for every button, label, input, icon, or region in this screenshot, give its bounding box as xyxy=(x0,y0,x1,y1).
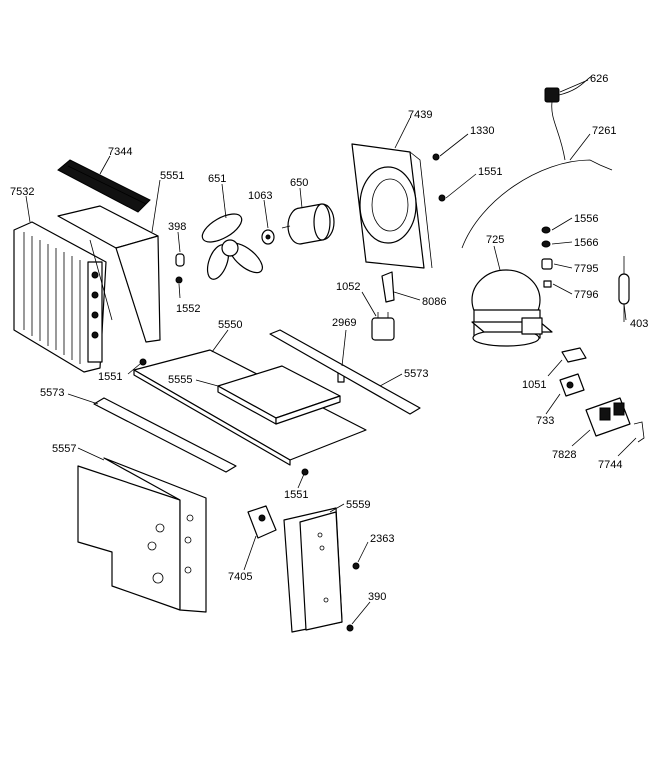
power-cord-626 xyxy=(544,75,593,161)
label-1063: 1063 xyxy=(248,190,272,202)
compressor-725 xyxy=(471,269,553,347)
drain-tray-5555 xyxy=(217,365,341,425)
label-5557: 5557 xyxy=(52,443,76,455)
rail-5573-right xyxy=(269,329,421,415)
label-5551: 5551 xyxy=(160,170,184,182)
label-651: 651 xyxy=(208,173,226,185)
label-7344: 7344 xyxy=(108,146,132,158)
nut-1063 xyxy=(261,229,275,245)
label-7828: 7828 xyxy=(552,449,576,461)
label-725: 725 xyxy=(486,234,504,246)
label-5555: 5555 xyxy=(168,374,192,386)
shroud-5551 xyxy=(57,205,161,343)
label-1051: 1051 xyxy=(522,379,546,391)
screw-390 xyxy=(346,624,354,632)
rail-5573-left xyxy=(93,397,237,473)
label-1551-bottom: 1551 xyxy=(284,489,308,501)
label-7261: 7261 xyxy=(592,125,616,137)
label-7796: 7796 xyxy=(574,289,598,301)
label-1566: 1566 xyxy=(574,237,598,249)
label-5559: 5559 xyxy=(346,499,370,511)
label-398: 398 xyxy=(168,221,186,233)
drier-403 xyxy=(618,256,630,322)
timer-7405 xyxy=(247,505,277,539)
label-1551-left: 1551 xyxy=(98,371,122,383)
terminal-cover-7828 xyxy=(585,397,631,437)
label-7532: 7532 xyxy=(10,186,34,198)
label-1552: 1552 xyxy=(176,303,200,315)
screw-1330 xyxy=(432,153,440,161)
grommet-1566 xyxy=(541,240,551,248)
label-390: 390 xyxy=(368,591,386,603)
screw-1551-bottom xyxy=(301,468,309,476)
label-626: 626 xyxy=(590,73,608,85)
label-2969: 2969 xyxy=(332,317,356,329)
spacer-7795 xyxy=(541,258,553,270)
fan-orifice-7439 xyxy=(351,143,433,269)
label-1330: 1330 xyxy=(470,125,494,137)
leader-lines xyxy=(25,79,637,625)
label-7744: 7744 xyxy=(598,459,622,471)
grille-strip-7344 xyxy=(57,159,151,213)
label-403: 403 xyxy=(630,318,648,330)
screw-2363 xyxy=(352,562,360,570)
fan-motor-650 xyxy=(281,203,335,245)
label-5573-left: 5573 xyxy=(40,387,64,399)
label-1052: 1052 xyxy=(336,281,360,293)
label-5573-right: 5573 xyxy=(404,368,428,380)
panel-5559 xyxy=(283,507,343,633)
label-7439: 7439 xyxy=(408,109,432,121)
label-1556: 1556 xyxy=(574,213,598,225)
label-8086: 8086 xyxy=(422,296,446,308)
label-733: 733 xyxy=(536,415,554,427)
label-650: 650 xyxy=(290,177,308,189)
clip-7744 xyxy=(633,421,645,443)
screw-1551-left xyxy=(139,358,147,366)
screw-1552 xyxy=(175,276,183,284)
relay-1051 xyxy=(561,347,587,363)
panel-5557 xyxy=(77,457,207,613)
label-7795: 7795 xyxy=(574,263,598,275)
capacitor-1052 xyxy=(371,312,395,341)
condenser-coil-7532 xyxy=(13,221,107,373)
label-7405: 7405 xyxy=(228,571,252,583)
part-labels: 626 7439 1330 7261 7344 7532 651 1063 65… xyxy=(10,73,648,603)
overload-733 xyxy=(559,373,585,397)
bracket-8086 xyxy=(381,271,395,303)
bushing-398 xyxy=(175,253,185,267)
grommet-1556 xyxy=(541,226,551,234)
screw-1551-top xyxy=(438,194,446,202)
clip-7796 xyxy=(543,280,552,288)
label-1551-top: 1551 xyxy=(478,166,502,178)
label-2363: 2363 xyxy=(370,533,394,545)
label-5550: 5550 xyxy=(218,319,242,331)
fan-blade-651 xyxy=(201,213,263,280)
tubing-7261 xyxy=(461,159,613,249)
